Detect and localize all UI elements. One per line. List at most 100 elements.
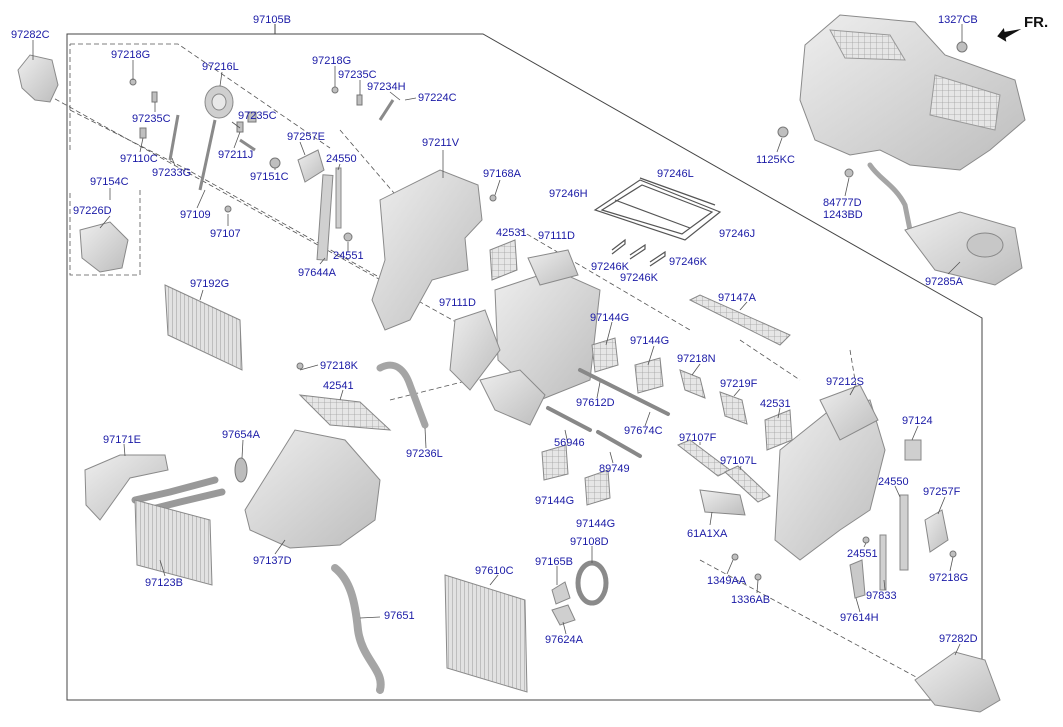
part-label-97654A: 97654A — [222, 429, 260, 441]
part-label-97610C: 97610C — [475, 565, 514, 577]
part-97144G-c — [541, 444, 569, 481]
part-label-97111D: 97111D — [439, 297, 476, 309]
part-97124 — [904, 439, 922, 461]
part-label-42541: 42541 — [323, 380, 354, 392]
part-97108D — [575, 560, 609, 606]
part-97211V — [371, 169, 483, 331]
part-label-97226D: 97226D — [73, 205, 112, 217]
part-label-1327CB: 1327CB — [938, 14, 978, 26]
part-label-97282C: 97282C — [11, 29, 50, 41]
part-97216L — [204, 85, 234, 119]
part-label-97107F: 97107F — [679, 432, 717, 444]
part-label-97151C: 97151C — [250, 171, 289, 183]
part-label-97110C: 97110C — [120, 153, 158, 165]
part-top-chamber — [527, 249, 579, 286]
part-label-97107L: 97107L — [720, 455, 757, 467]
part-label-97124: 97124 — [902, 415, 933, 427]
part-label-97246L: 97246L — [657, 168, 694, 180]
part-label-24550: 24550 — [326, 153, 357, 165]
part-42541 — [298, 394, 392, 431]
part-label-97246K: 97246K — [669, 256, 707, 268]
part-97226D — [79, 221, 129, 273]
part-label-24551: 24551 — [847, 548, 878, 560]
door-shafts — [546, 368, 670, 458]
part-label-97285A: 97285A — [925, 276, 963, 288]
part-label-97224C: 97224C — [418, 92, 457, 104]
part-42531-left — [489, 239, 518, 281]
part-label-97218N: 97218N — [677, 353, 716, 365]
part-label-97234H: 97234H — [367, 81, 406, 93]
part-label-97236L: 97236L — [406, 448, 443, 460]
part-97257F — [924, 509, 949, 553]
part-label-97235C: 97235C — [238, 110, 277, 122]
part-label-97235C: 97235C — [132, 113, 171, 125]
part-label-97192G: 97192G — [190, 278, 230, 290]
part-97246-seal-set — [593, 177, 722, 267]
part-97651-hose — [331, 564, 385, 694]
part-label-97246J: 97246J — [719, 228, 756, 240]
part-97614H — [849, 559, 866, 599]
complete-hvac-unit-grilles — [829, 29, 1001, 131]
part-label-97246K: 97246K — [591, 261, 629, 273]
linkage-rods — [168, 99, 395, 191]
part-label-97651: 97651 — [384, 610, 415, 622]
part-label-1125KC: 1125KC — [756, 154, 795, 166]
part-label-56946: 56946 — [554, 437, 585, 449]
part-label-97168A: 97168A — [483, 168, 521, 180]
part-97654A — [234, 457, 248, 483]
part-label-24550: 24550 — [878, 476, 909, 488]
part-label-97137D: 97137D — [253, 555, 292, 567]
part-97147A — [688, 294, 791, 346]
part-label-97171E: 97171E — [103, 434, 141, 446]
part-label-97235C: 97235C — [338, 69, 377, 81]
part-label-97154C: 97154C — [90, 176, 129, 188]
part-label-97257E: 97257E — [287, 131, 325, 143]
part-label-97218K: 97218K — [320, 360, 358, 372]
assembly-boundary-frame — [66, 33, 983, 701]
part-label-97246K: 97246K — [620, 272, 658, 284]
part-label-97644A: 97644A — [298, 267, 336, 279]
part-label-97218G: 97218G — [929, 572, 969, 584]
part-label-97674C: 97674C — [624, 425, 663, 437]
part-label-42531: 42531 — [760, 398, 791, 410]
part-label-61A1XA: 61A1XA — [687, 528, 728, 540]
part-label-97144G: 97144G — [535, 495, 575, 507]
part-97107L — [724, 465, 771, 503]
part-label-97219F: 97219F — [720, 378, 758, 390]
part-label-97257F: 97257F — [923, 486, 961, 498]
part-97282D — [914, 651, 1001, 713]
part-label-97109: 97109 — [180, 209, 211, 221]
part-97219F — [719, 391, 748, 425]
part-label-24551: 24551 — [333, 250, 364, 262]
part-label-97123B: 97123B — [145, 577, 183, 589]
part-97144G-b — [634, 357, 664, 394]
part-97212S-upper — [819, 384, 879, 441]
part-label-97105B: 97105B — [253, 14, 291, 26]
part-97171E — [84, 454, 169, 521]
part-97257E — [297, 149, 325, 183]
part-61A1XA — [699, 489, 746, 516]
part-label-97108D: 97108D — [570, 536, 609, 548]
part-97111D-ducting — [449, 309, 501, 391]
part-97282C — [17, 54, 59, 103]
part-label-97211V: 97211V — [422, 137, 460, 149]
part-label-89749: 89749 — [599, 463, 630, 475]
part-97610C — [444, 574, 528, 693]
part-drain-hose — [867, 162, 913, 233]
part-center-outlet — [479, 369, 546, 426]
part-label-97218G: 97218G — [111, 49, 151, 61]
part-label-97246H: 97246H — [549, 188, 588, 200]
part-97144G-a — [591, 337, 619, 373]
part-label-97144G: 97144G — [630, 335, 670, 347]
part-label-97218G: 97218G — [312, 55, 352, 67]
part-97123B — [134, 499, 213, 586]
part-97285A — [904, 211, 1023, 286]
part-97285A-outlet — [966, 232, 1004, 258]
part-label-97614H: 97614H — [840, 612, 879, 624]
part-label-84777D: 84777D — [823, 197, 862, 209]
part-label-97211J: 97211J — [218, 149, 254, 161]
part-label-97624A: 97624A — [545, 634, 583, 646]
part-label-97612D: 97612D — [576, 397, 615, 409]
part-label-97212S: 97212S — [826, 376, 864, 388]
